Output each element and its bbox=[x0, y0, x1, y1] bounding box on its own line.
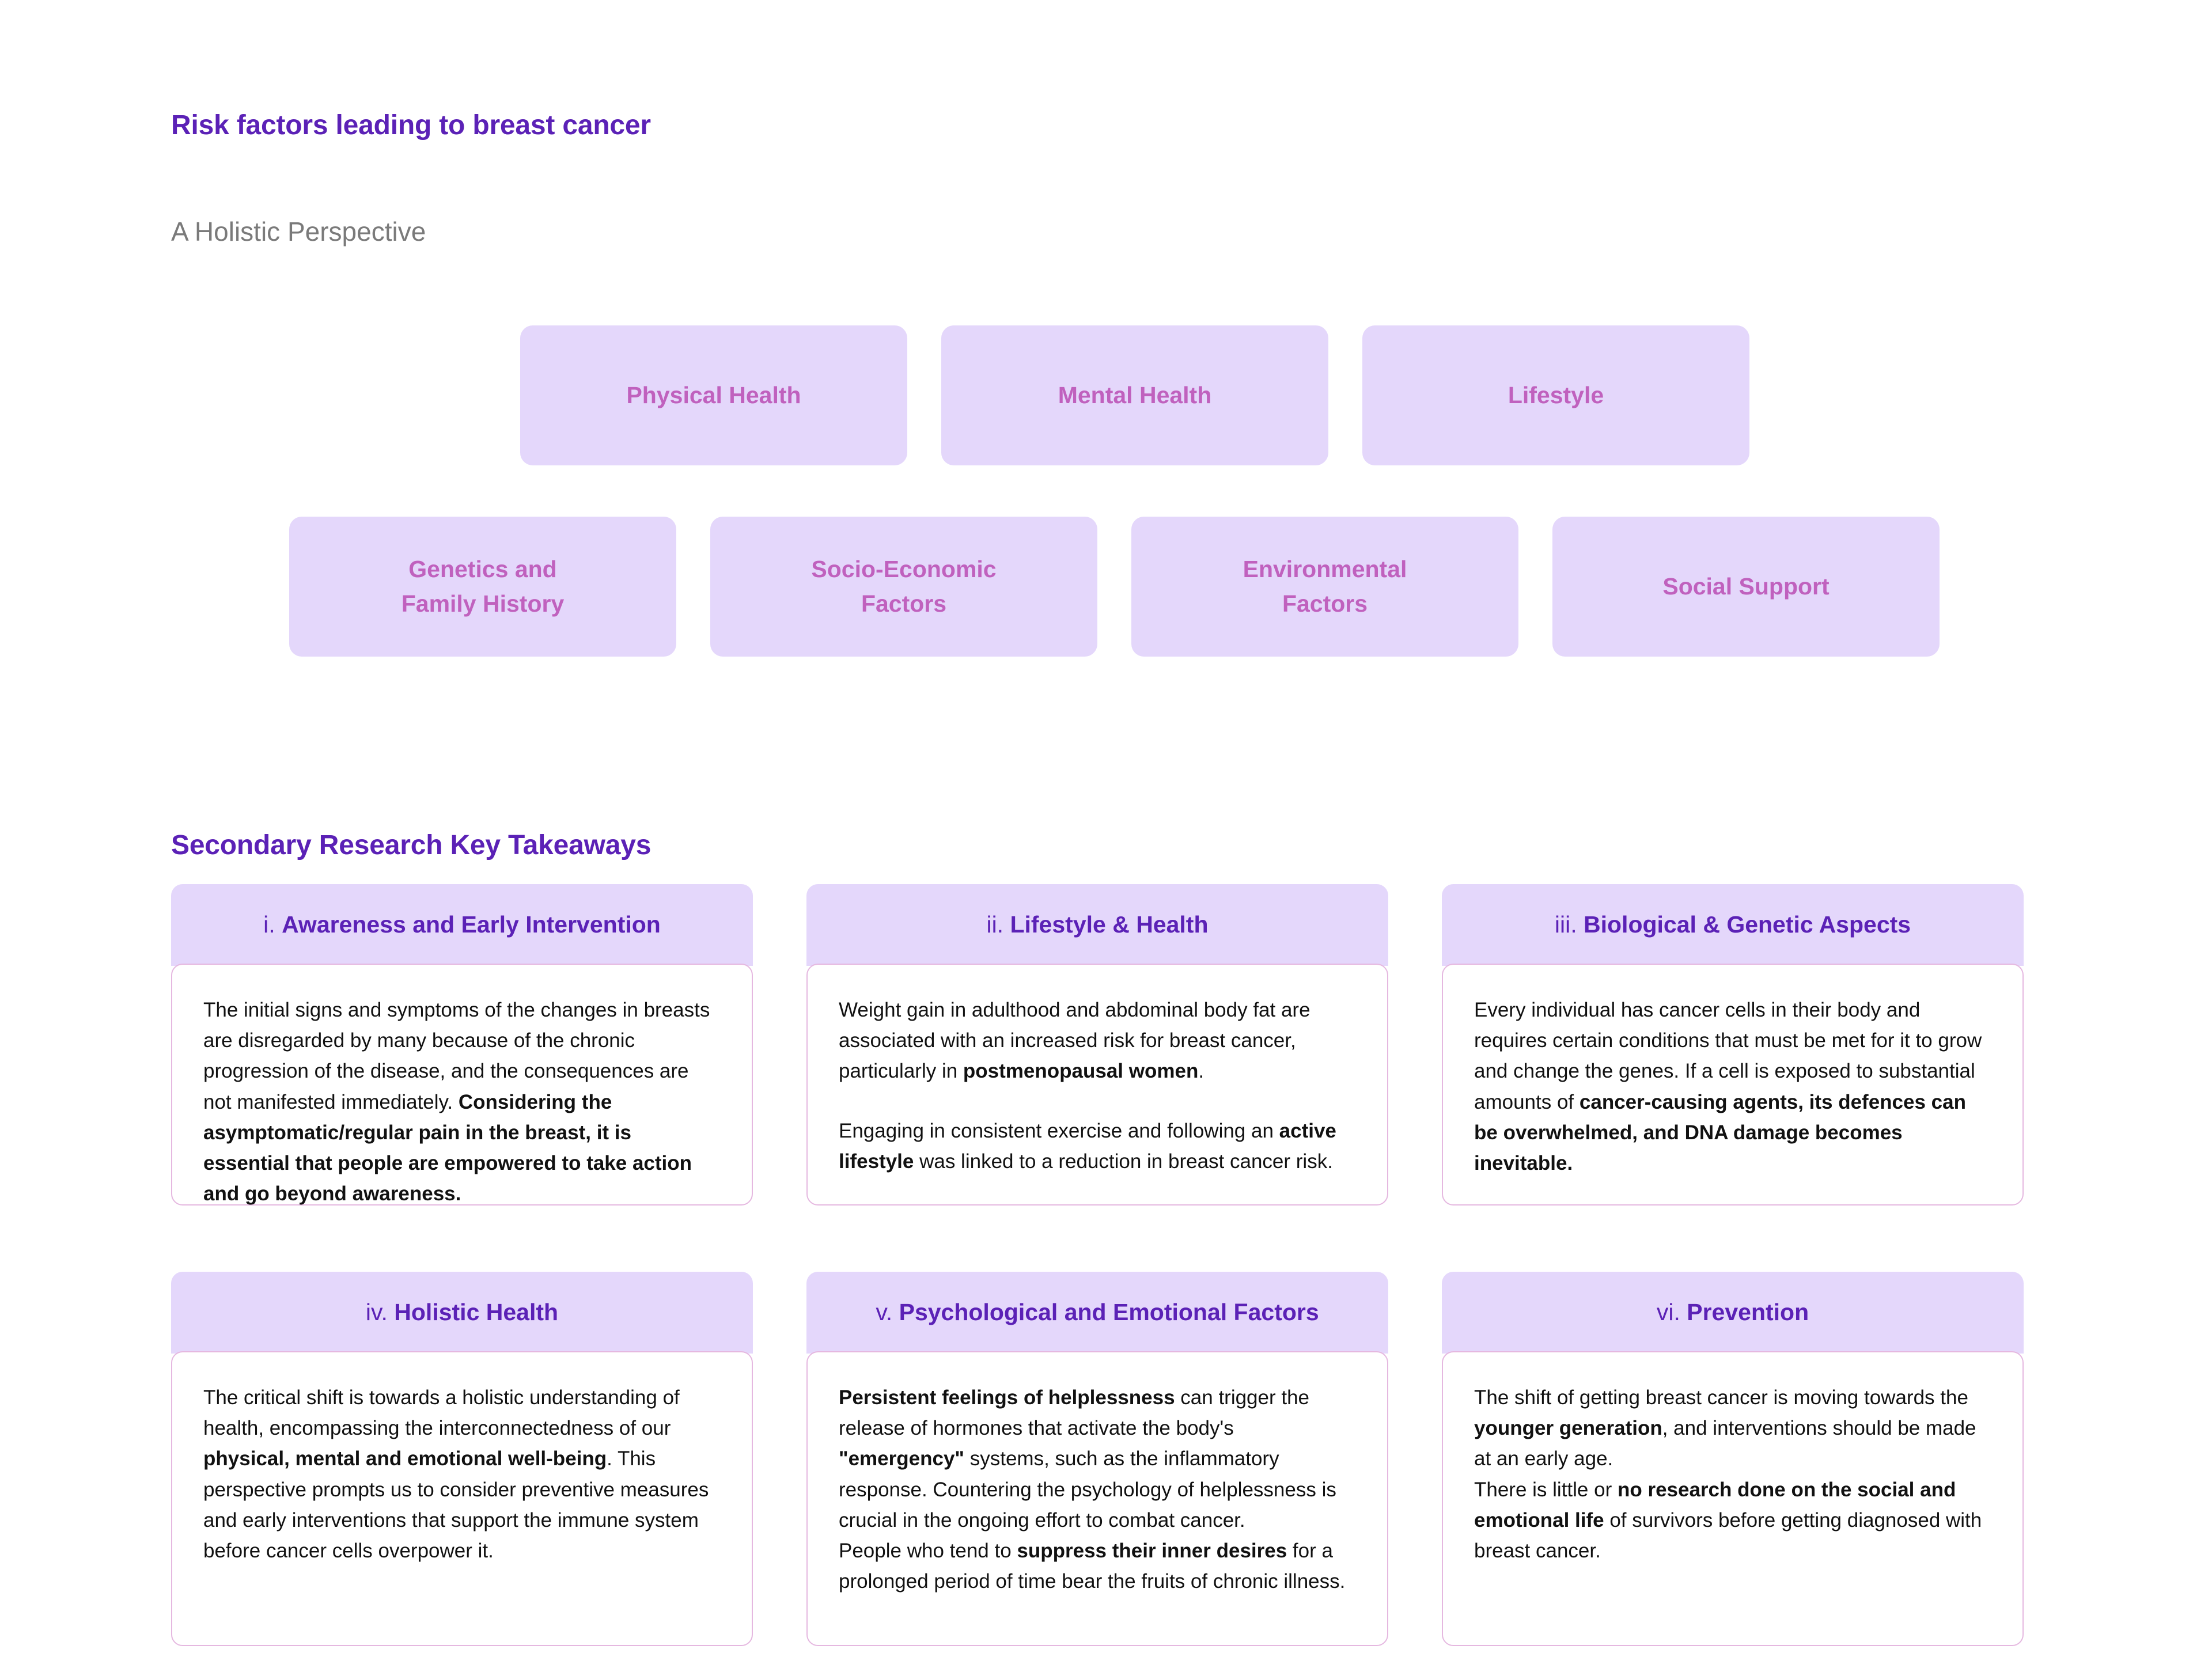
takeaway-card-title: iv. Holistic Health bbox=[366, 1298, 558, 1326]
emphasis-text: cancer-causing agents, its defences can … bbox=[1474, 1090, 1966, 1174]
body-text: Every individual has cancer cells in the… bbox=[1474, 999, 1982, 1113]
factor-chip-lifestyle[interactable]: Lifestyle bbox=[1362, 325, 1749, 465]
emphasis-text: Considering the asymptomatic/regular pai… bbox=[203, 1090, 692, 1205]
factor-chip-mental-health[interactable]: Mental Health bbox=[941, 325, 1328, 465]
emphasis-text: postmenopausal women bbox=[963, 1060, 1199, 1083]
factor-chip-physical-health[interactable]: Physical Health bbox=[520, 325, 907, 465]
takeaway-card-body: The shift of getting breast cancer is mo… bbox=[1442, 1351, 2024, 1646]
body-text: Weight gain in adulthood and abdominal b… bbox=[839, 999, 1310, 1083]
takeaway-card[interactable]: ii. Lifestyle & Health Weight gain in ad… bbox=[806, 884, 1388, 1205]
body-text: The initial signs and symptoms of the ch… bbox=[203, 999, 710, 1113]
takeaway-card-numeral: iv. bbox=[365, 1299, 395, 1326]
paragraph-spacer bbox=[839, 1087, 1356, 1116]
factor-chip-label: Environmental Factors bbox=[1243, 556, 1407, 617]
takeaway-card-numeral: vi. bbox=[1656, 1299, 1687, 1326]
section-title-takeaways: Secondary Research Key Takeaways bbox=[171, 830, 652, 860]
body-text: can trigger the release of hormones that… bbox=[839, 1386, 1310, 1440]
factor-chip-label: Mental Health bbox=[1058, 381, 1212, 408]
body-text: The critical shift is towards a holistic… bbox=[203, 1386, 680, 1440]
takeaway-card-title: i. Awareness and Early Intervention bbox=[263, 911, 661, 939]
takeaway-card-header: i. Awareness and Early Intervention bbox=[171, 884, 753, 966]
factor-chip-socio-economic-factors[interactable]: Socio-Economic Factors bbox=[710, 517, 1097, 657]
takeaway-card-title: ii. Lifestyle & Health bbox=[986, 911, 1208, 939]
page-subtitle: A Holistic Perspective bbox=[171, 217, 426, 247]
body-text: . This perspective prompts us to conside… bbox=[203, 1447, 709, 1562]
emphasis-text: physical, mental and emotional well-bein… bbox=[203, 1447, 607, 1470]
takeaway-card-header: v. Psychological and Emotional Factors bbox=[806, 1272, 1388, 1354]
takeaway-card[interactable]: iv. Holistic Health The critical shift i… bbox=[171, 1272, 753, 1646]
takeaway-card[interactable]: vi. Prevention The shift of getting brea… bbox=[1442, 1272, 2024, 1646]
takeaway-card-title-text: Holistic Health bbox=[394, 1299, 559, 1326]
takeaway-card-numeral: v. bbox=[876, 1299, 899, 1326]
body-text: Engaging in consistent exercise and foll… bbox=[839, 1119, 1279, 1142]
takeaway-paragraph: Engaging in consistent exercise and foll… bbox=[839, 1116, 1356, 1177]
takeaway-card-title-text: Awareness and Early Intervention bbox=[282, 911, 661, 938]
takeaway-card-title-text: Prevention bbox=[1687, 1299, 1809, 1326]
takeaway-card-body: The initial signs and symptoms of the ch… bbox=[171, 964, 753, 1205]
takeaway-card-title-text: Psychological and Emotional Factors bbox=[899, 1299, 1319, 1326]
page-title: Risk factors leading to breast cancer bbox=[171, 110, 651, 141]
body-text: systems, such as the inflammatory respon… bbox=[839, 1447, 1336, 1531]
takeaway-card-numeral: iii. bbox=[1554, 911, 1584, 938]
takeaway-card-body: The critical shift is towards a holistic… bbox=[171, 1351, 753, 1646]
factor-chip-label: Socio-Economic Factors bbox=[811, 556, 997, 617]
emphasis-text: younger generation bbox=[1474, 1417, 1662, 1440]
body-text: , and interventions should be made at an… bbox=[1474, 1417, 1976, 1470]
body-text: was linked to a reduction in breast canc… bbox=[914, 1150, 1333, 1173]
body-text: The shift of getting breast cancer is mo… bbox=[1474, 1386, 1968, 1409]
body-text: There is little or bbox=[1474, 1478, 1618, 1501]
takeaway-paragraph: The critical shift is towards a holistic… bbox=[203, 1382, 721, 1566]
takeaway-card[interactable]: iii. Biological & Genetic Aspects Every … bbox=[1442, 884, 2024, 1205]
takeaway-card-body: Every individual has cancer cells in the… bbox=[1442, 964, 2024, 1205]
factor-chip-genetics-and-family-history[interactable]: Genetics and Family History bbox=[289, 517, 676, 657]
takeaway-paragraph: The shift of getting breast cancer is mo… bbox=[1474, 1382, 1991, 1474]
takeaway-paragraph: There is little or no research done on t… bbox=[1474, 1474, 1991, 1567]
takeaway-card-title: vi. Prevention bbox=[1657, 1298, 1809, 1326]
takeaway-card-header: ii. Lifestyle & Health bbox=[806, 884, 1388, 966]
takeaway-card[interactable]: i. Awareness and Early Intervention The … bbox=[171, 884, 753, 1205]
body-text: People who tend to bbox=[839, 1539, 1017, 1562]
body-text: . bbox=[1198, 1060, 1205, 1083]
takeaway-card-title: iii. Biological & Genetic Aspects bbox=[1555, 911, 1911, 939]
takeaway-card-body: Weight gain in adulthood and abdominal b… bbox=[806, 964, 1388, 1205]
body-text: of survivors before getting diagnosed wi… bbox=[1474, 1508, 1982, 1562]
takeaway-card[interactable]: v. Psychological and Emotional Factors P… bbox=[806, 1272, 1388, 1646]
emphasis-text: "emergency" bbox=[839, 1447, 965, 1470]
takeaway-card-numeral: i. bbox=[263, 911, 282, 938]
takeaway-card-title-text: Lifestyle & Health bbox=[1010, 911, 1209, 938]
emphasis-text: Persistent feelings of helplessness bbox=[839, 1386, 1175, 1409]
takeaway-card-body: Persistent feelings of helplessness can … bbox=[806, 1351, 1388, 1646]
takeaway-paragraph: Persistent feelings of helplessness can … bbox=[839, 1382, 1356, 1536]
body-text: for a prolonged period of time bear the … bbox=[839, 1539, 1346, 1593]
takeaway-paragraph: People who tend to suppress their inner … bbox=[839, 1536, 1356, 1597]
factor-chip-label: Genetics and Family History bbox=[401, 556, 565, 617]
takeaway-card-numeral: ii. bbox=[986, 911, 1010, 938]
takeaway-card-header: vi. Prevention bbox=[1442, 1272, 2024, 1354]
takeaway-paragraph: The initial signs and symptoms of the ch… bbox=[203, 995, 721, 1209]
emphasis-text: no research done on the social and emoti… bbox=[1474, 1478, 1956, 1531]
takeaway-paragraph: Weight gain in adulthood and abdominal b… bbox=[839, 995, 1356, 1087]
takeaway-paragraph: Every individual has cancer cells in the… bbox=[1474, 995, 1991, 1178]
factor-chip-label: Lifestyle bbox=[1508, 381, 1604, 408]
factor-chip-label: Physical Health bbox=[626, 381, 801, 408]
takeaway-card-header: iv. Holistic Health bbox=[171, 1272, 753, 1354]
emphasis-text: suppress their inner desires bbox=[1017, 1539, 1287, 1562]
factor-chip-social-support[interactable]: Social Support bbox=[1552, 517, 1940, 657]
takeaway-card-title-text: Biological & Genetic Aspects bbox=[1584, 911, 1911, 938]
emphasis-text: active lifestyle bbox=[839, 1119, 1336, 1173]
factor-chip-label: Social Support bbox=[1662, 573, 1830, 600]
factor-chip-environmental-factors[interactable]: Environmental Factors bbox=[1131, 517, 1518, 657]
takeaway-card-title: v. Psychological and Emotional Factors bbox=[876, 1298, 1319, 1326]
takeaway-card-header: iii. Biological & Genetic Aspects bbox=[1442, 884, 2024, 966]
